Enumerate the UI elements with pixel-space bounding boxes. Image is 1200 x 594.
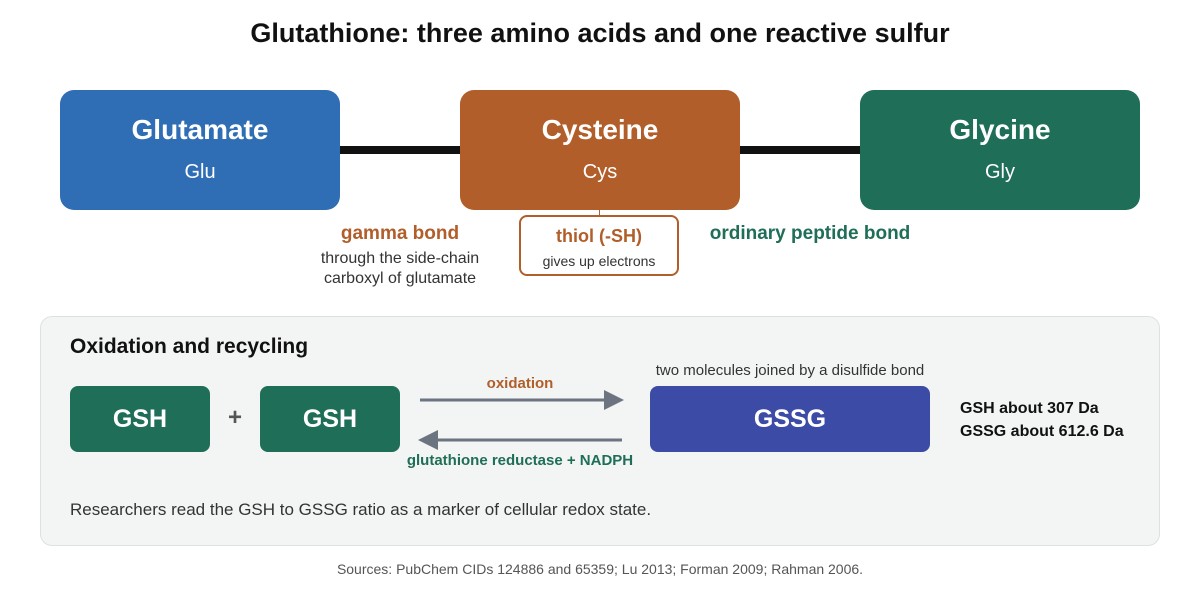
thiol-desc: gives up electrons bbox=[542, 253, 656, 269]
oxidation-label: oxidation bbox=[486, 375, 554, 392]
reduction-arrow bbox=[418, 430, 622, 450]
glycine-box: Glycine Gly bbox=[860, 90, 1140, 210]
plus-sign: + bbox=[227, 404, 242, 431]
diagram-title: Glutathione: three amino acids and one r… bbox=[250, 18, 950, 48]
gamma-bond-title: gamma bond bbox=[340, 223, 460, 244]
gssg-caption: two molecules joined by a disulfide bond bbox=[655, 362, 925, 379]
peptide-bond-line bbox=[740, 146, 860, 154]
gsh-box-2: GSH bbox=[260, 386, 400, 452]
gamma-bond-line bbox=[340, 146, 460, 154]
peptide-bond-title: ordinary peptide bond bbox=[709, 223, 911, 244]
glutamate-abbr: Glu bbox=[184, 161, 216, 183]
glycine-name: Glycine bbox=[949, 114, 1051, 145]
sources-line: Sources: PubChem CIDs 124886 and 65359; … bbox=[336, 561, 864, 577]
gssg-box: GSSG bbox=[650, 386, 930, 452]
recycling-panel bbox=[40, 316, 1160, 546]
reduction-label: glutathione reductase + NADPH bbox=[406, 452, 634, 469]
gsh-mass: GSH about 307 Da bbox=[960, 400, 1099, 417]
thiol-title: thiol (-SH) bbox=[556, 226, 642, 246]
gssg-mass: GSSG about 612.6 Da bbox=[960, 423, 1124, 440]
glycine-abbr: Gly bbox=[985, 161, 1015, 183]
gamma-bond-desc-1: through the side-chain bbox=[320, 250, 480, 267]
gsh-box-1: GSH bbox=[70, 386, 210, 452]
thiol-stem-line bbox=[599, 210, 600, 216]
recycling-title: Oxidation and recycling bbox=[70, 335, 309, 358]
glutamate-box: Glutamate Glu bbox=[60, 90, 340, 210]
cysteine-name: Cysteine bbox=[541, 114, 659, 145]
cysteine-abbr: Cys bbox=[582, 161, 618, 183]
ratio-footnote: Researchers read the GSH to GSSG ratio a… bbox=[70, 500, 652, 519]
gamma-bond-desc-2: carboxyl of glutamate bbox=[323, 270, 477, 287]
thiol-box: thiol (-SH) gives up electrons bbox=[519, 215, 679, 276]
cysteine-box: Cysteine Cys bbox=[460, 90, 740, 210]
oxidation-arrow bbox=[420, 390, 624, 410]
glutamate-name: Glutamate bbox=[131, 114, 269, 145]
